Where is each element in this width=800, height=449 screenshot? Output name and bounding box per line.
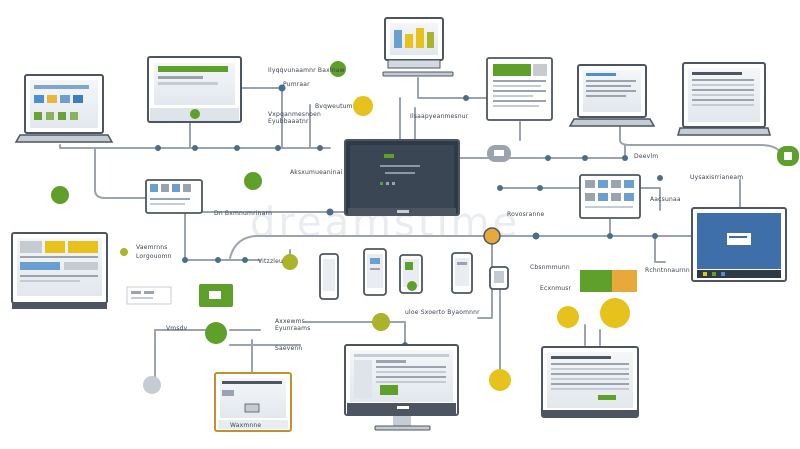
green-node xyxy=(330,61,346,77)
junction-node xyxy=(537,185,543,191)
connector-line xyxy=(59,144,331,149)
label: Axxewms xyxy=(275,318,305,325)
junction-node xyxy=(582,155,588,161)
panel-left-mid xyxy=(145,179,203,214)
phone-4 xyxy=(451,252,473,294)
junction-node xyxy=(242,257,248,263)
green-node xyxy=(51,186,69,204)
olive-node xyxy=(372,313,390,331)
status-circles xyxy=(51,61,799,394)
label: Pumraar xyxy=(283,81,310,88)
connector-line xyxy=(459,144,626,159)
junction-node xyxy=(545,155,551,161)
label: Bvqweutum xyxy=(315,103,353,110)
green-node xyxy=(244,172,262,190)
connector-line xyxy=(184,211,261,261)
laptop-top-right xyxy=(568,64,656,127)
label: Ilyqqvunaamnr Baxlnaw xyxy=(268,67,345,74)
connector-lines xyxy=(59,77,781,386)
monitor-bottom-center xyxy=(344,344,459,431)
connector-line xyxy=(94,147,146,199)
junction-node xyxy=(497,185,503,191)
green-node xyxy=(120,248,128,256)
label: Uysaxisrrianeam xyxy=(690,174,744,181)
monitor-top-center xyxy=(382,17,454,77)
document-window-top xyxy=(486,57,553,121)
junction-nodes xyxy=(155,84,663,348)
label: Ecxnmusr xyxy=(540,285,572,292)
label: Ilsaapyeanmesnur xyxy=(410,113,469,120)
junction-node xyxy=(657,175,663,181)
connector-line xyxy=(229,235,693,259)
banner-green-yellow xyxy=(580,270,637,292)
junction-node xyxy=(278,84,286,92)
phone-2 xyxy=(363,248,387,296)
junction-node xyxy=(155,145,161,151)
connector-line xyxy=(639,187,661,211)
label: Waxmnne xyxy=(230,422,262,429)
label: Vxpqanmesnoen xyxy=(268,111,321,118)
junction-node xyxy=(622,155,628,161)
junction-node xyxy=(215,257,221,263)
connector-line xyxy=(389,321,406,346)
gray-node xyxy=(143,376,161,394)
label: Dn Bxmnumrinarn xyxy=(214,210,273,217)
connector-line xyxy=(417,77,491,99)
connector-line xyxy=(619,124,781,153)
junction-node xyxy=(192,145,198,151)
yellow-node xyxy=(353,96,373,116)
connector-line xyxy=(654,235,666,263)
label: Aacsunaa xyxy=(650,196,681,203)
junction-node xyxy=(326,208,334,216)
label: Eyubbaaatnr xyxy=(268,118,309,125)
junction-node xyxy=(182,257,188,263)
junction-node xyxy=(532,232,540,240)
monitor-left-large xyxy=(11,232,108,309)
junction-node xyxy=(652,233,658,239)
central-server-monitor xyxy=(344,139,460,216)
monitor-top-left xyxy=(147,56,242,123)
junction-node xyxy=(463,95,469,101)
phone-3 xyxy=(399,254,423,294)
junction-node xyxy=(234,145,240,151)
label: Lorgouomn xyxy=(136,253,172,260)
yellow-node xyxy=(557,306,579,328)
label: Saevenn xyxy=(275,345,303,352)
label: uloe Sxoerto Byaomnnr xyxy=(405,309,480,316)
label: Rovosranne xyxy=(507,211,545,218)
label: Cbsnmmunn xyxy=(530,264,570,271)
phone-1 xyxy=(319,253,339,300)
junction-node xyxy=(275,145,281,151)
green-chat-card xyxy=(199,284,233,307)
status-node xyxy=(190,109,200,119)
yellow-node xyxy=(600,298,630,328)
green-node xyxy=(205,322,227,344)
label: Vaemrnns xyxy=(136,244,168,251)
orange-node xyxy=(483,227,501,245)
widget-card-left xyxy=(126,286,172,305)
monitor-right-blue xyxy=(691,207,787,282)
label: Deevlm xyxy=(634,153,659,160)
label: Vitzzleu xyxy=(258,258,284,265)
laptop-far-right xyxy=(677,62,771,136)
olive-node xyxy=(282,254,298,270)
laptop-top-left xyxy=(14,74,114,143)
junction-node xyxy=(607,233,613,239)
panel-right-mid xyxy=(579,174,641,219)
label: Aksxumueaninai xyxy=(290,169,343,176)
laptop-base xyxy=(14,134,114,143)
window-bottom-left xyxy=(214,372,292,432)
junction-node xyxy=(317,145,323,151)
monitor-bottom-right xyxy=(541,346,639,418)
connector-line xyxy=(477,237,493,319)
label: Rchntnnaurnn xyxy=(645,267,690,274)
phone-5 xyxy=(489,266,509,290)
label: Eyunraams xyxy=(275,325,311,332)
yellow-node xyxy=(489,369,511,391)
label: Vmsdv xyxy=(166,325,188,332)
